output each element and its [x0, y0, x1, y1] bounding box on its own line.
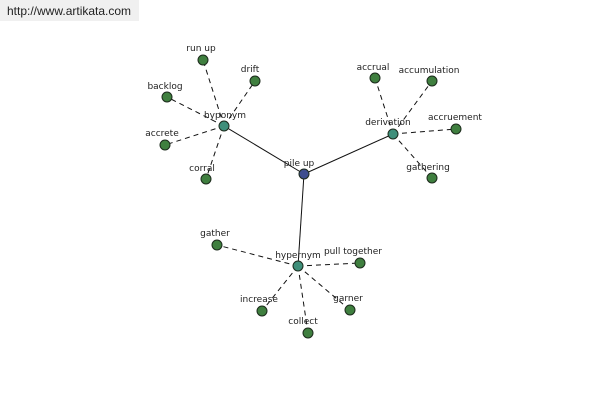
word-label-accruement[interactable]: accruement	[428, 113, 482, 123]
edge-hypernym-to-collect	[297, 265, 309, 334]
edge-center-to-hyponym	[223, 125, 305, 175]
word-label-garner[interactable]: garner	[333, 294, 363, 304]
edge-derivation-to-accrual	[374, 77, 394, 135]
word-node-run-up[interactable]	[197, 54, 209, 66]
center-word-node[interactable]	[298, 168, 310, 180]
edge-hyponym-to-run-up	[202, 59, 225, 127]
relation-node-derivation	[387, 128, 399, 140]
edge-hypernym-to-gather	[216, 244, 299, 267]
word-label-run-up[interactable]: run up	[186, 44, 216, 54]
center-word-label[interactable]: pile up	[284, 159, 315, 169]
word-node-backlog[interactable]	[161, 91, 173, 103]
word-node-accumulation[interactable]	[426, 75, 438, 87]
word-label-drift[interactable]: drift	[241, 65, 260, 75]
word-node-corral[interactable]	[200, 173, 212, 185]
relation-node-hyponym	[218, 120, 230, 132]
edge-hyponym-to-corral	[205, 125, 225, 180]
edge-center-to-derivation	[303, 133, 394, 175]
node-layer	[159, 54, 462, 339]
word-label-gather[interactable]: gather	[200, 229, 230, 239]
word-label-gathering[interactable]: gathering	[406, 163, 450, 173]
word-node-gathering[interactable]	[426, 172, 438, 184]
word-node-increase[interactable]	[256, 305, 268, 317]
word-label-increase[interactable]: increase	[240, 295, 278, 305]
word-label-accrual[interactable]: accrual	[357, 63, 390, 73]
edge-hypernym-to-increase	[261, 265, 299, 312]
relation-label-derivation[interactable]: derivation	[365, 118, 411, 128]
relation-label-hyponym[interactable]: hyponym	[204, 111, 246, 121]
word-label-accrete[interactable]: accrete	[145, 129, 179, 139]
word-label-collect[interactable]: collect	[288, 317, 318, 327]
label-layer: run up drift backlog accrete corral hyponym ac…	[145, 44, 482, 327]
edge-derivation-to-accumulation	[392, 80, 433, 135]
edge-hyponym-to-drift	[223, 80, 256, 127]
word-node-accrete[interactable]	[159, 139, 171, 151]
edge-center-to-hypernym	[297, 173, 305, 267]
word-node-pull-together[interactable]	[354, 257, 366, 269]
source-url[interactable]: http://www.artikata.com	[0, 0, 139, 21]
word-label-corral[interactable]: corral	[189, 164, 215, 174]
edge-hypernym-to-pull-together	[297, 262, 361, 267]
word-label-pull-together[interactable]: pull together	[324, 247, 382, 257]
word-label-backlog[interactable]: backlog	[147, 82, 182, 92]
edge-derivation-to-gathering	[392, 133, 433, 179]
edge-layer	[164, 59, 457, 334]
edge-hypernym-to-garner	[297, 265, 351, 311]
edge-hyponym-to-backlog	[166, 96, 225, 127]
word-node-drift[interactable]	[249, 75, 261, 87]
relation-label-hypernym[interactable]: hypernym	[275, 251, 321, 261]
word-label-accumulation[interactable]: accumulation	[399, 66, 460, 76]
edge-hyponym-to-accrete	[164, 125, 225, 146]
word-node-accrual[interactable]	[369, 72, 381, 84]
word-node-gather[interactable]	[211, 239, 223, 251]
edge-derivation-to-accruement	[392, 128, 457, 135]
relation-node-hypernym	[292, 260, 304, 272]
word-node-collect[interactable]	[302, 327, 314, 339]
word-node-garner[interactable]	[344, 304, 356, 316]
word-node-accruement[interactable]	[450, 123, 462, 135]
